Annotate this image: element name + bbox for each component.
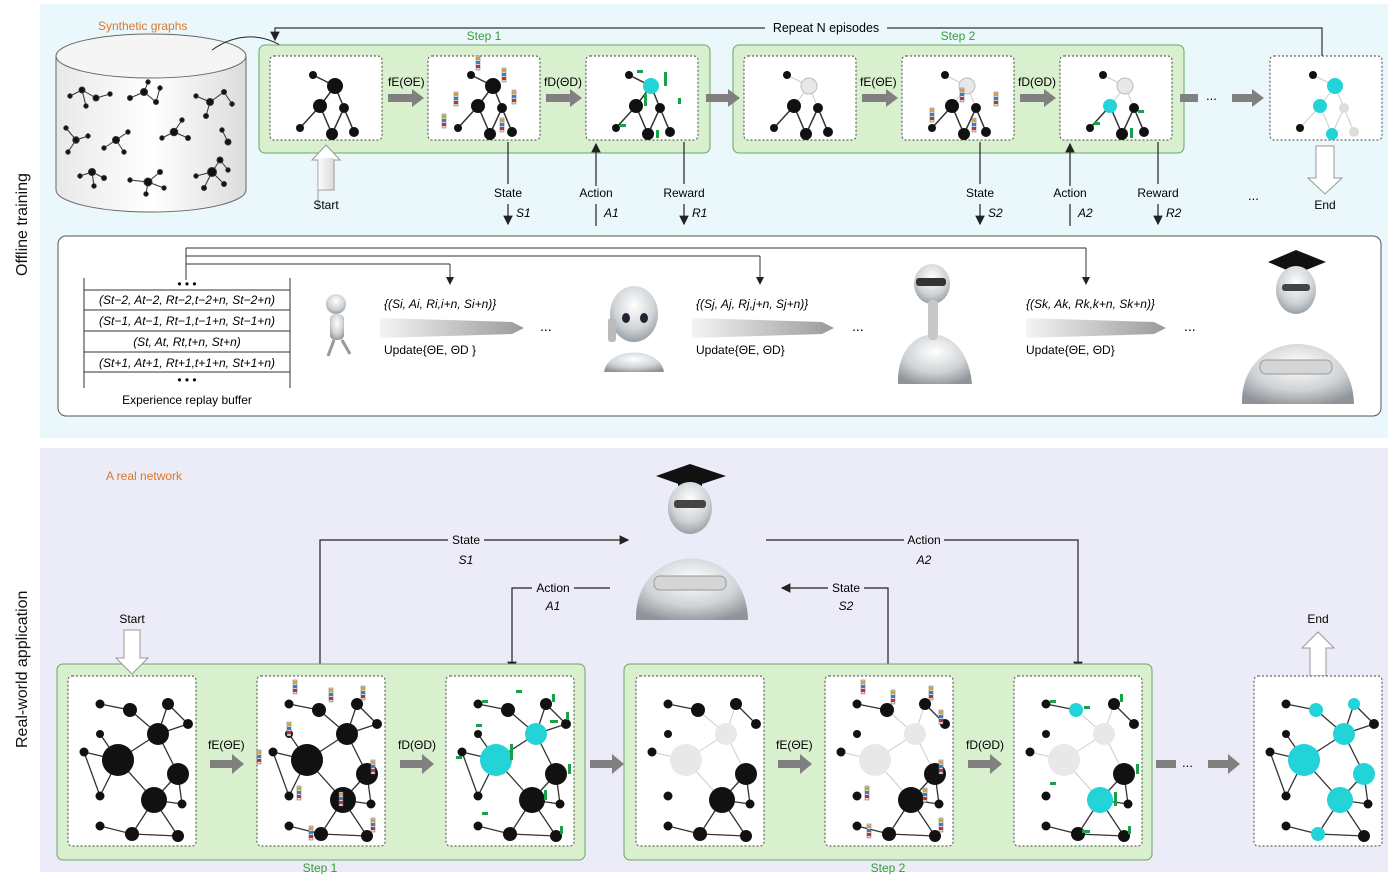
offline-step2-label: Step 2 (941, 29, 976, 43)
offline-graph-5 (901, 55, 1015, 141)
offline-reward-2: Reward (1137, 186, 1178, 200)
offline-step1-label: Step 1 (467, 29, 502, 43)
buffer-row-3: (St+1, At+1, Rt+1,t+1+n, St+1+n) (99, 356, 275, 370)
real-fe-1: fE(ΘE) (208, 738, 245, 752)
robot-small-icon (326, 294, 352, 357)
synthetic-graphs-database (55, 33, 247, 213)
real-fd-1: fD(ΘD) (398, 738, 436, 752)
real-s2: S2 (839, 599, 854, 613)
offline-fd-2: fD(ΘD) (1018, 75, 1056, 89)
real-graph-final (1253, 675, 1383, 847)
tuple-i: {(Si, Ai, Ri,i+n, Si+n)} (384, 297, 496, 311)
offline-fd-1: fD(ΘD) (544, 75, 582, 89)
robot-thinking-icon (897, 264, 972, 384)
real-a2: A2 (916, 553, 932, 567)
offline-s1: S1 (516, 206, 531, 220)
synthetic-graphs-title: Synthetic graphs (98, 19, 187, 33)
real-graph-4 (635, 675, 765, 847)
tuple-j: {(Sj, Aj, Rj,j+n, Sj+n)} (696, 297, 808, 311)
offline-fe-2: fE(ΘE) (860, 75, 897, 89)
real-graph-3 (445, 675, 575, 847)
offline-graph-4 (743, 55, 857, 141)
real-ellipsis-arrow: ... (1182, 755, 1193, 770)
update-ellipsis-3: ... (1184, 318, 1196, 334)
offline-graph-final (1269, 55, 1383, 141)
offline-end-label: End (1314, 198, 1335, 212)
real-graph-6 (1013, 675, 1143, 847)
real-state-2: State (832, 581, 860, 595)
tuple-k: {(Sk, Ak, Rk,k+n, Sk+n)} (1026, 297, 1155, 311)
real-start-label: Start (119, 612, 145, 626)
offline-action-2: Action (1053, 186, 1086, 200)
offline-graph-3 (585, 55, 699, 141)
real-fd-2: fD(ΘD) (966, 738, 1004, 752)
offline-r2: R2 (1166, 206, 1182, 220)
repeat-episodes-label: Repeat N episodes (773, 21, 879, 35)
offline-ellipsis-arrow: ... (1206, 88, 1217, 103)
offline-a1: A1 (603, 206, 619, 220)
real-graph-2 (256, 675, 386, 847)
offline-fe-1: fE(ΘE) (388, 75, 425, 89)
offline-graph-6 (1059, 55, 1173, 141)
real-robot-graduate-icon (635, 464, 748, 620)
offline-action-1: Action (579, 186, 612, 200)
buffer-dots-bottom: • • • (177, 373, 196, 387)
real-a1: A1 (545, 599, 561, 613)
update-1: Update{ΘE, ΘD } (384, 343, 476, 357)
real-state-1: State (452, 533, 480, 547)
real-step1-label: Step 1 (303, 861, 338, 874)
offline-a2: A2 (1077, 206, 1093, 220)
offline-state-1: State (494, 186, 522, 200)
update-ellipsis-2: ... (852, 318, 864, 334)
offline-reward-1: Reward (663, 186, 704, 200)
offline-ellipsis-right: ... (1248, 188, 1259, 203)
real-end-label: End (1307, 612, 1328, 626)
buffer-row-2: (St, At, Rt,t+n, St+n) (133, 335, 241, 349)
buffer-row-0: (St−2, At−2, Rt−2,t−2+n, St−2+n) (99, 293, 275, 307)
offline-state-2: State (966, 186, 994, 200)
real-fe-2: fE(ΘE) (776, 738, 813, 752)
offline-start-label: Start (313, 198, 339, 212)
buffer-dots-top: • • • (177, 277, 196, 291)
real-action-2: Action (907, 533, 940, 547)
update-2: Update{ΘE, ΘD} (696, 343, 785, 357)
offline-graph-2 (427, 55, 541, 141)
real-step2-label: Step 2 (871, 861, 906, 874)
real-network-title: A real network (106, 469, 183, 483)
real-s1: S1 (459, 553, 474, 567)
offline-s2: S2 (988, 206, 1003, 220)
real-graph-1 (67, 675, 197, 847)
real-graph-5 (824, 675, 954, 847)
buffer-label: Experience replay buffer (122, 393, 252, 407)
real-action-1: Action (536, 581, 569, 595)
robot-graduate-icon (1241, 250, 1354, 404)
update-ellipsis-1: ... (540, 318, 552, 334)
offline-r1: R1 (692, 206, 707, 220)
offline-graph-1 (269, 55, 383, 141)
buffer-row-1: (St−1, At−1, Rt−1,t−1+n, St−1+n) (99, 314, 275, 328)
robot-child-icon (604, 286, 664, 372)
update-3: Update{ΘE, ΘD} (1026, 343, 1115, 357)
